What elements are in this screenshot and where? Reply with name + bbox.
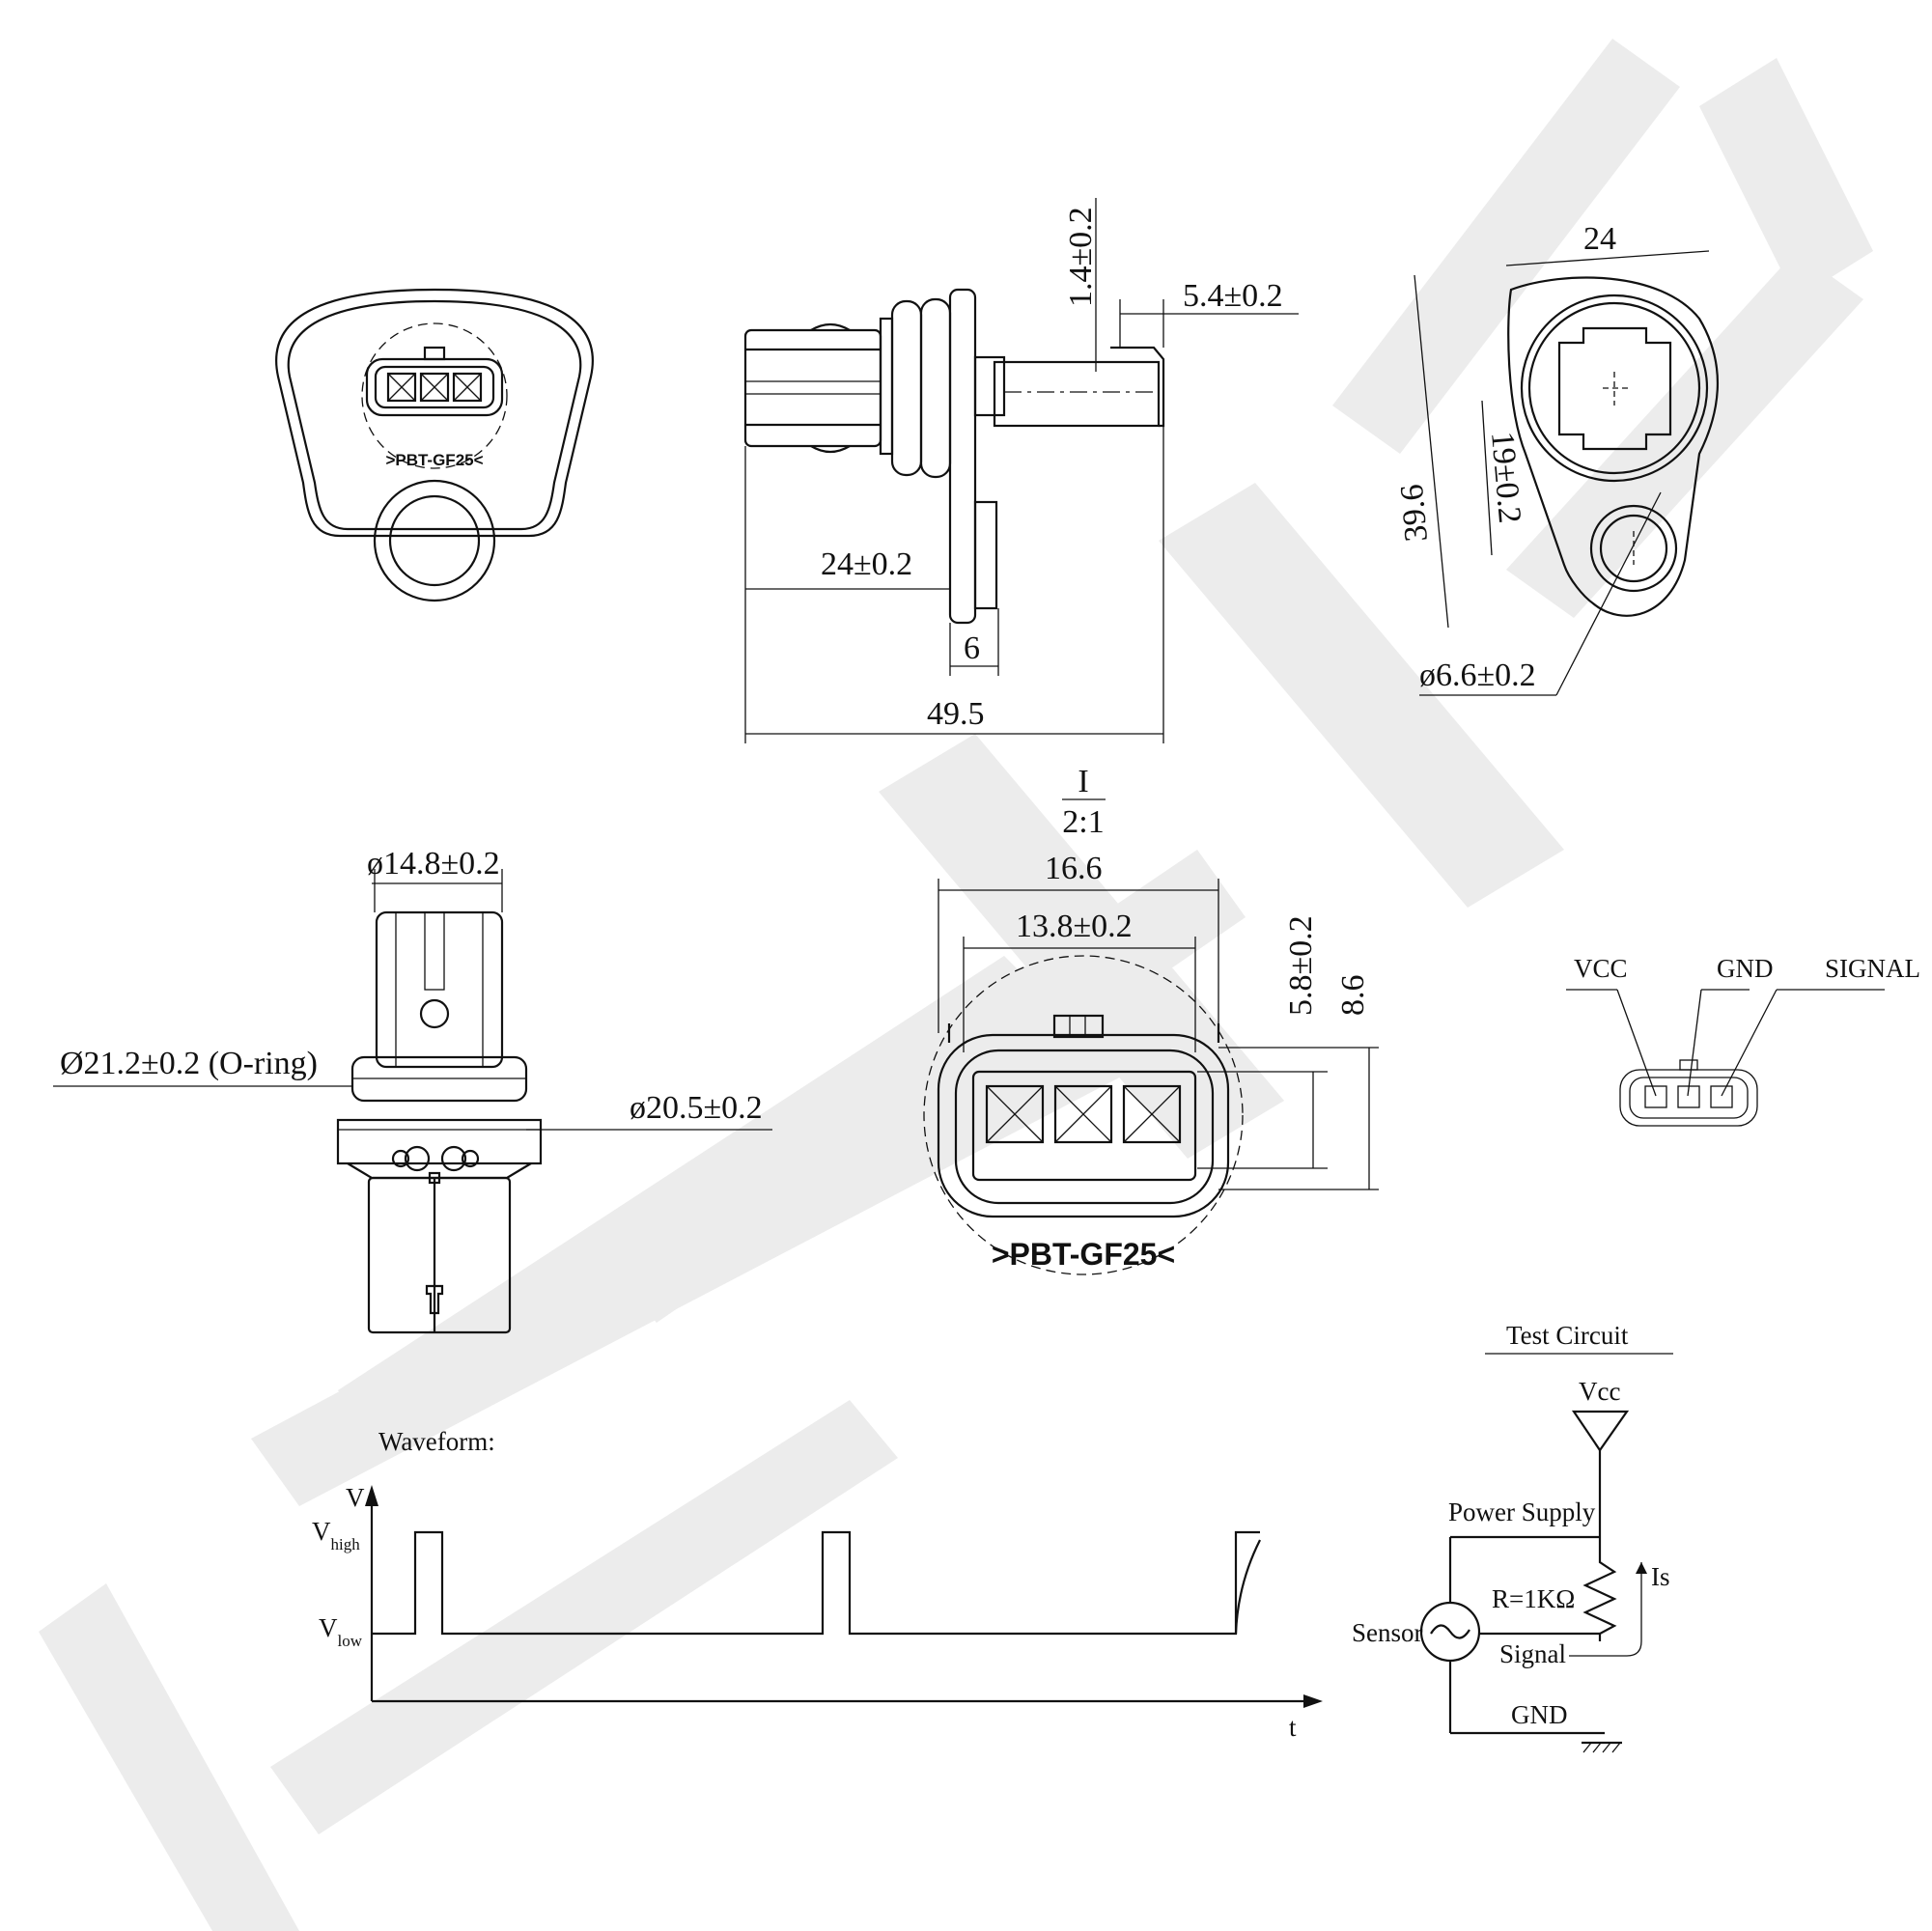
test-circuit: Test Circuit Vcc Power Supply R=1KΩ Is S… <box>1352 1321 1673 1753</box>
pin-gnd-label: GND <box>1717 954 1774 983</box>
waveform: Waveform: V t Vhigh Vlow <box>312 1427 1323 1742</box>
dim-5-8: 5.8±0.2 <box>1283 915 1319 1016</box>
front-material-mark: >PBT-GF25< <box>385 451 483 469</box>
test-circuit-title: Test Circuit <box>1506 1321 1629 1350</box>
dim-oring: Ø21.2±0.2 (O-ring) <box>60 1046 318 1081</box>
side-view: 1.4±0.2 5.4±0.2 24±0.2 6 49.5 <box>743 198 1299 743</box>
waveform-title: Waveform: <box>378 1427 495 1456</box>
dim-6: 6 <box>964 630 980 666</box>
dim-24-right: 24 <box>1583 221 1616 257</box>
dim-14-8: ø14.8±0.2 <box>367 846 500 882</box>
front-view: >PBT-GF25< <box>275 288 594 602</box>
v-high-label: Vhigh <box>312 1517 360 1553</box>
dim-24-side: 24±0.2 <box>821 546 912 582</box>
pin-signal-label: SIGNAL <box>1825 954 1920 983</box>
dim-16-6: 16.6 <box>1045 851 1103 886</box>
detail-view: I 2:1 >PBT-GF25< 16.6 13.8±0.2 5.8±0.2 <box>923 764 1379 1275</box>
lower-side-view: ø14.8±0.2 Ø21.2±0.2 (O-ring) ø20.5±0.2 <box>53 846 772 1334</box>
pin-vcc-label: VCC <box>1574 954 1628 983</box>
sensor-label: Sensor <box>1352 1618 1423 1647</box>
dim-49-5: 49.5 <box>927 696 985 732</box>
dim-1-4: 1.4±0.2 <box>1063 207 1099 307</box>
v-high-sub: high <box>331 1535 361 1553</box>
resistor-label: R=1KΩ <box>1492 1584 1575 1613</box>
dim-13-8: 13.8±0.2 <box>1016 909 1133 944</box>
x-axis-label: t <box>1289 1713 1297 1742</box>
y-axis-label: V <box>346 1483 365 1512</box>
v-low-sub: low <box>338 1632 363 1650</box>
dim-hole: ø6.6±0.2 <box>1419 658 1536 693</box>
dim-8-6: 8.6 <box>1335 975 1371 1017</box>
v-low-v: V <box>319 1613 338 1642</box>
dim-20-5: ø20.5±0.2 <box>630 1090 763 1126</box>
detail-label: I <box>1078 764 1088 799</box>
right-view: 24 39.6 19±0.2 ø6.6±0.2 <box>1394 221 1720 696</box>
power-supply-label: Power Supply <box>1448 1497 1596 1526</box>
v-low-label: Vlow <box>319 1613 363 1650</box>
dim-19: 19±0.2 <box>1484 430 1527 524</box>
current-label: Is <box>1651 1562 1670 1591</box>
signal-label: Signal <box>1499 1639 1566 1668</box>
vcc-label: Vcc <box>1579 1377 1620 1406</box>
detail-material-mark: >PBT-GF25< <box>992 1237 1175 1272</box>
watermark <box>39 39 1873 1931</box>
pinout: VCC GND SIGNAL <box>1566 954 1920 1127</box>
gnd-label: GND <box>1511 1700 1568 1729</box>
dim-5-4: 5.4±0.2 <box>1183 278 1283 314</box>
detail-scale: 2:1 <box>1062 804 1104 840</box>
v-high-v: V <box>312 1517 331 1546</box>
dim-39-6: 39.6 <box>1394 483 1435 543</box>
